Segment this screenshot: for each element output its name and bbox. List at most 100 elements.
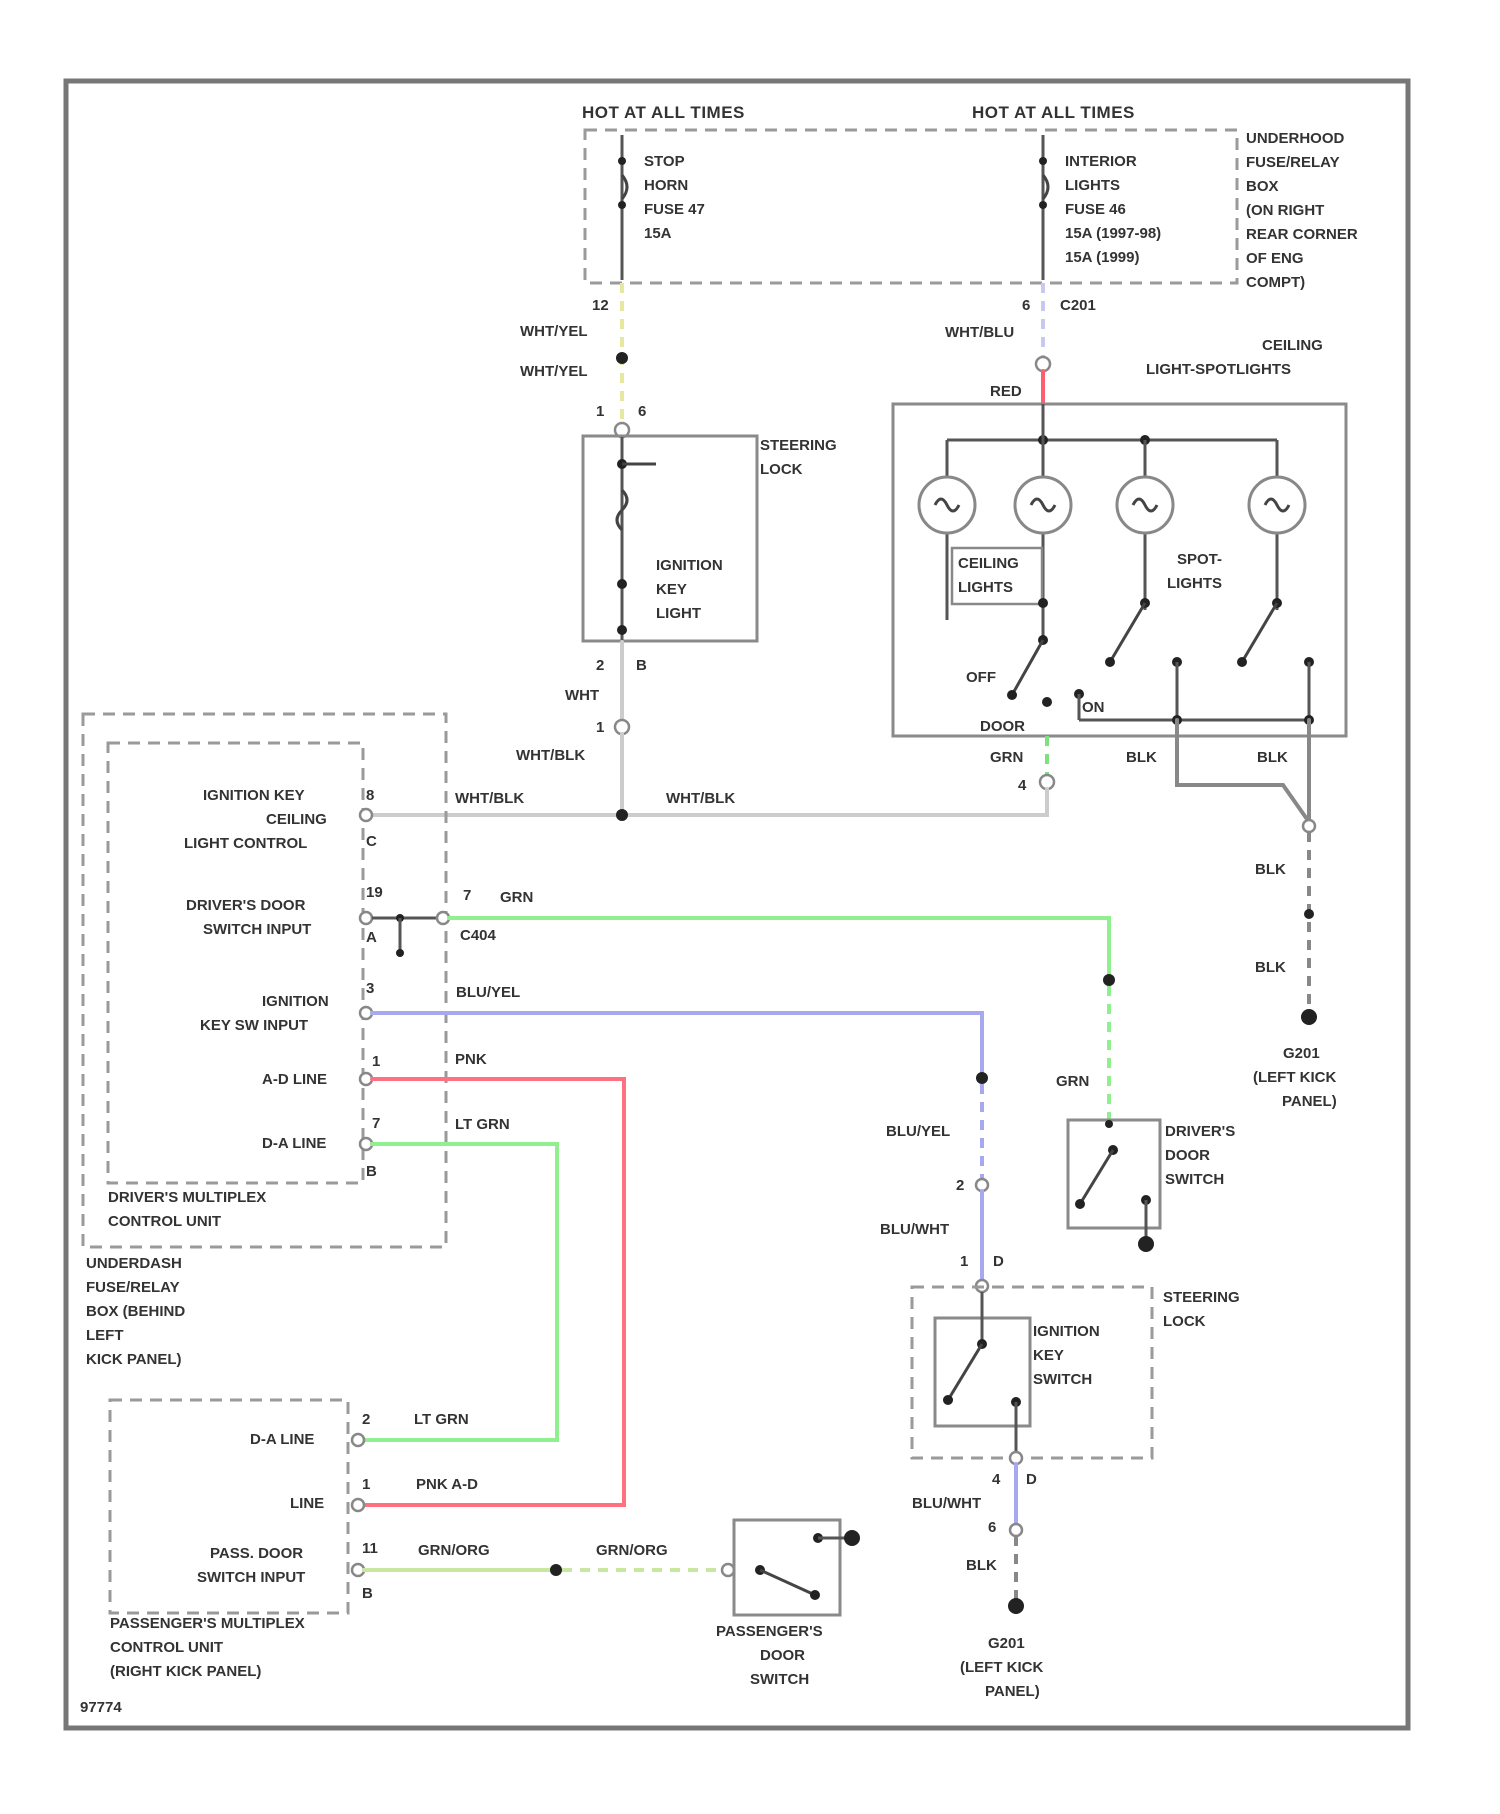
wire-label-grn-org-1: GRN/ORG bbox=[418, 1542, 490, 1559]
switch-door-label: DOOR bbox=[980, 718, 1025, 735]
svg-text:CEILING: CEILING bbox=[266, 811, 327, 828]
wire-label-blu-yel-1: BLU/YEL bbox=[456, 984, 520, 1001]
svg-text:FUSE/RELAY: FUSE/RELAY bbox=[1246, 154, 1340, 171]
fuse-46-symbol bbox=[1039, 135, 1048, 280]
ignition-key-switch-label: IGNITION KEY SWITCH bbox=[1033, 1323, 1100, 1388]
pass-door-input-label: PASS. DOOR SWITCH INPUT bbox=[197, 1545, 305, 1586]
svg-text:IGNITION: IGNITION bbox=[656, 557, 723, 574]
ignition-key-light-label: IGNITION KEY LIGHT bbox=[656, 557, 723, 622]
wire-label-wht-yel-1: WHT/YEL bbox=[520, 323, 588, 340]
svg-text:HORN: HORN bbox=[644, 177, 688, 194]
svg-text:FUSE 47: FUSE 47 bbox=[644, 201, 705, 218]
pin-1-steering: 1 bbox=[596, 403, 604, 420]
svg-text:DOOR: DOOR bbox=[1165, 1147, 1210, 1164]
pin-a: A bbox=[366, 929, 377, 946]
underhood-box-label: UNDERHOOD FUSE/RELAY BOX (ON RIGHT REAR … bbox=[1246, 130, 1358, 291]
pin-2-pass: 2 bbox=[362, 1411, 370, 1428]
drivers-door-switch-label: DRIVER'S DOOR SWITCH bbox=[1165, 1123, 1235, 1188]
svg-text:COMPT): COMPT) bbox=[1246, 274, 1305, 291]
wire-label-blk-5: BLK bbox=[966, 1557, 997, 1574]
ad-line-label: A-D LINE bbox=[262, 1071, 327, 1088]
svg-text:LIGHTS: LIGHTS bbox=[1167, 575, 1222, 592]
svg-text:LIGHTS: LIGHTS bbox=[958, 579, 1013, 596]
pin-1-pass: 1 bbox=[362, 1476, 370, 1493]
svg-text:UNDERHOOD: UNDERHOOD bbox=[1246, 130, 1345, 147]
svg-text:15A: 15A bbox=[644, 225, 672, 242]
pin-6-top: 6 bbox=[1022, 297, 1030, 314]
svg-text:15A (1997-98): 15A (1997-98) bbox=[1065, 225, 1161, 242]
wire-lt-grn bbox=[366, 1144, 557, 1440]
svg-text:SPOT-: SPOT- bbox=[1177, 551, 1222, 568]
svg-text:CONTROL UNIT: CONTROL UNIT bbox=[110, 1639, 223, 1656]
pin-b-da: B bbox=[366, 1163, 377, 1180]
wire-grn-drivers-door bbox=[449, 918, 1109, 980]
svg-text:STEERING: STEERING bbox=[1163, 1289, 1240, 1306]
ceiling-switches bbox=[1007, 598, 1314, 725]
pin-19: 19 bbox=[366, 884, 383, 901]
drivers-multiplex-unit bbox=[108, 743, 363, 1183]
wire-label-red: RED bbox=[990, 383, 1022, 400]
fuse-46-label: INTERIOR LIGHTS FUSE 46 15A (1997-98) 15… bbox=[1065, 153, 1161, 266]
svg-text:INTERIOR: INTERIOR bbox=[1065, 153, 1137, 170]
svg-text:SWITCH INPUT: SWITCH INPUT bbox=[203, 921, 311, 938]
svg-text:STOP: STOP bbox=[644, 153, 685, 170]
wire-label-grn-1: GRN bbox=[990, 749, 1023, 766]
steering-lock-top-label: STEERING LOCK bbox=[760, 437, 837, 478]
connector-c201: C201 bbox=[1060, 297, 1096, 314]
pin-d2-bottom: D bbox=[1026, 1471, 1037, 1488]
ign-key-input-label: IGNITION KEY SW INPUT bbox=[200, 993, 329, 1034]
passengers-door-switch-label: PASSENGER'S DOOR SWITCH bbox=[716, 1623, 823, 1688]
passengers-door-switch-symbol bbox=[755, 1530, 860, 1600]
wire-label-blu-yel-2: BLU/YEL bbox=[886, 1123, 950, 1140]
wire-label-pnk: PNK bbox=[455, 1051, 487, 1068]
wire-label-wht-yel-2: WHT/YEL bbox=[520, 363, 588, 380]
wire-label-wht-blk-3: WHT/BLK bbox=[666, 790, 735, 807]
wire-label-pnk-ad: PNK A-D bbox=[416, 1476, 478, 1493]
da-line-2-label: D-A LINE bbox=[250, 1431, 314, 1448]
wire-label-grn-org-2: GRN/ORG bbox=[596, 1542, 668, 1559]
svg-text:LIGHT-SPOTLIGHTS: LIGHT-SPOTLIGHTS bbox=[1146, 361, 1291, 378]
pin-4-bottom: 4 bbox=[992, 1471, 1001, 1488]
svg-text:BOX (BEHIND: BOX (BEHIND bbox=[86, 1303, 185, 1320]
svg-text:FUSE 46: FUSE 46 bbox=[1065, 201, 1126, 218]
wire-label-blk-4: BLK bbox=[1255, 959, 1286, 976]
pin-b-steering: B bbox=[636, 657, 647, 674]
svg-text:PANEL): PANEL) bbox=[1282, 1093, 1337, 1110]
svg-text:REAR CORNER: REAR CORNER bbox=[1246, 226, 1358, 243]
pin-1-wht: 1 bbox=[596, 719, 604, 736]
svg-text:OF ENG: OF ENG bbox=[1246, 250, 1304, 267]
steering-lock-bottom-box bbox=[912, 1287, 1152, 1458]
pin-3: 3 bbox=[366, 980, 374, 997]
svg-text:LIGHTS: LIGHTS bbox=[1065, 177, 1120, 194]
drivers-mux-label: DRIVER'S MULTIPLEX CONTROL UNIT bbox=[108, 1189, 266, 1230]
pin-12: 12 bbox=[592, 297, 609, 314]
svg-text:(ON RIGHT: (ON RIGHT bbox=[1246, 202, 1324, 219]
ground-g201-b-label: G201 (LEFT KICK PANEL) bbox=[960, 1635, 1043, 1700]
ign-key-ceiling-label: IGNITION KEY CEILING LIGHT CONTROL bbox=[184, 787, 327, 852]
svg-text:SWITCH INPUT: SWITCH INPUT bbox=[197, 1569, 305, 1586]
ceiling-title: CEILING LIGHT-SPOTLIGHTS bbox=[1146, 337, 1323, 378]
wire-label-lt-grn-1: LT GRN bbox=[455, 1116, 510, 1133]
wire-label-wht-blk-1: WHT/BLK bbox=[516, 747, 585, 764]
ground-g201-a bbox=[1301, 1009, 1317, 1025]
ground-g201-a-label: G201 (LEFT KICK PANEL) bbox=[1253, 1045, 1337, 1110]
svg-text:DRIVER'S DOOR: DRIVER'S DOOR bbox=[186, 897, 306, 914]
pin-4: 4 bbox=[1018, 777, 1027, 794]
fuse-47-symbol bbox=[618, 135, 627, 280]
switch-off-label: OFF bbox=[966, 669, 996, 686]
ground-g201-b bbox=[1008, 1598, 1024, 1614]
pin-1-ad: 1 bbox=[372, 1053, 380, 1070]
svg-text:PASS. DOOR: PASS. DOOR bbox=[210, 1545, 303, 1562]
passengers-door-switch-box bbox=[734, 1520, 840, 1615]
ignition-key-light-symbol bbox=[617, 437, 656, 640]
svg-text:SWITCH: SWITCH bbox=[1033, 1371, 1092, 1388]
hot-label-right: HOT AT ALL TIMES bbox=[972, 103, 1135, 122]
pin-2-bottom: 2 bbox=[956, 1177, 964, 1194]
fuse-47-label: STOP HORN FUSE 47 15A bbox=[644, 153, 705, 242]
svg-text:DRIVER'S MULTIPLEX: DRIVER'S MULTIPLEX bbox=[108, 1189, 266, 1206]
reference-number: 97774 bbox=[80, 1699, 122, 1716]
wire-blu-yel bbox=[372, 1013, 982, 1078]
svg-text:LOCK: LOCK bbox=[1163, 1313, 1206, 1330]
svg-text:KICK PANEL): KICK PANEL) bbox=[86, 1351, 182, 1368]
svg-text:STEERING: STEERING bbox=[760, 437, 837, 454]
